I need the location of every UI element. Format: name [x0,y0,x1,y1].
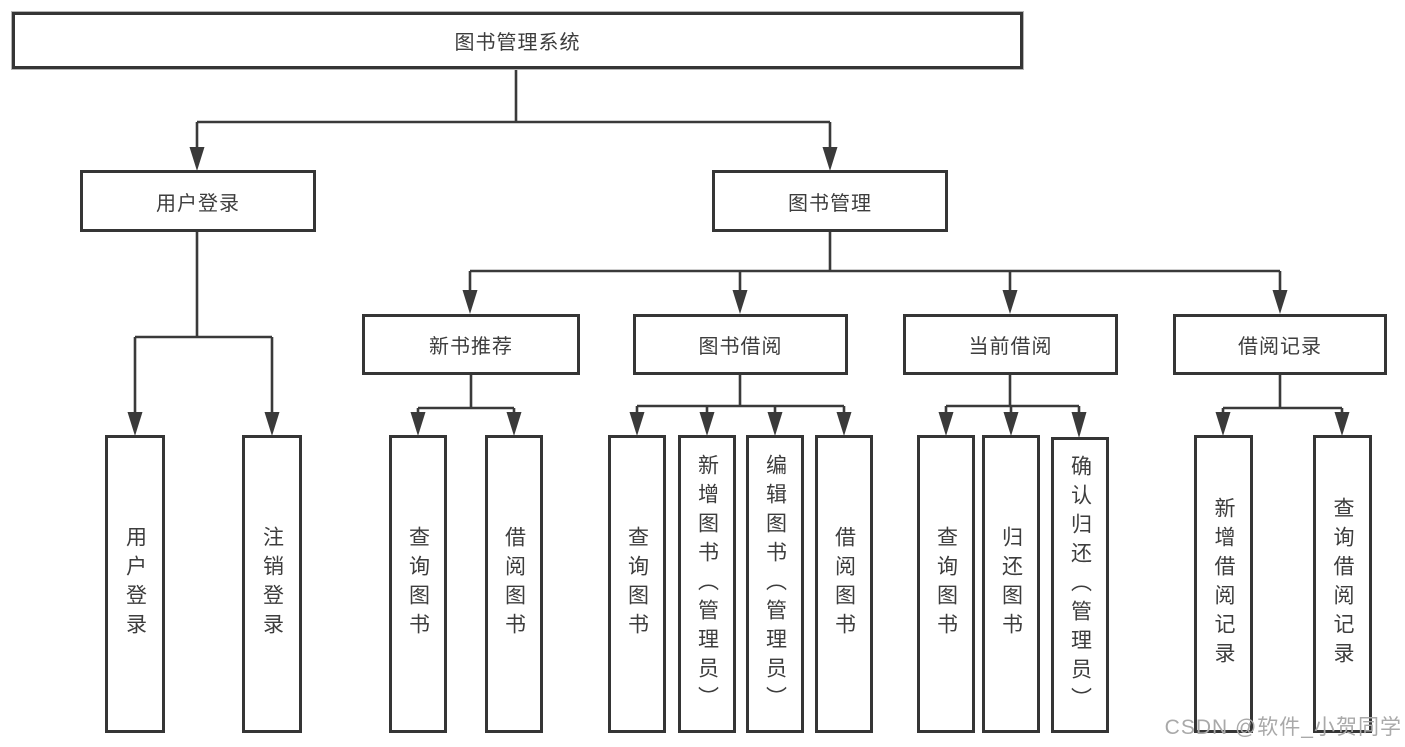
leaf-label: 查询图书 [625,526,649,642]
arrow-down-icon [264,412,280,436]
arrowhead-icons [127,147,1350,438]
arrow-down-icon [822,147,838,171]
leaf-query-borrow-record: 查询借阅记录 [1313,435,1372,733]
leaf-label: 归还图书 [999,526,1023,642]
arrow-down-icon [1334,412,1350,436]
leaf-query-books: 查询图书 [608,435,666,733]
leaf-label: 编辑图书（管理员） [763,453,787,715]
node-user-login: 用户登录 [80,170,316,232]
node-library-management-system: 图书管理系统 [12,12,1023,69]
csdn-watermark: CSDN @软件_小贺同学 [1164,716,1402,739]
node-label: 用户登录 [156,192,240,215]
leaf-label: 查询借阅记录 [1331,497,1354,671]
arrow-down-icon [506,412,522,436]
arrow-down-icon [732,290,748,314]
arrow-down-icon [767,412,783,436]
leaf-label: 借阅图书 [832,526,856,642]
arrow-down-icon [629,412,645,436]
arrow-down-icon [1215,412,1231,436]
leaf-add-borrow-record: 新增借阅记录 [1194,435,1253,733]
node-book-borrowing: 图书借阅 [633,314,848,375]
node-book-management: 图书管理 [712,170,948,232]
leaf-label: 查询图书 [406,526,430,642]
leaf-borrow-books: 借阅图书 [485,435,543,733]
node-label: 图书管理 [788,192,872,215]
leaf-user-login: 用户登录 [105,435,165,733]
leaf-label: 新增借阅记录 [1212,497,1235,671]
leaf-return-book: 归还图书 [982,435,1040,733]
node-label: 图书借阅 [698,336,783,358]
leaf-logout: 注销登录 [242,435,302,733]
node-borrowing-records: 借阅记录 [1173,314,1387,375]
leaf-add-book-admin: 新增图书（管理员） [678,435,736,733]
arrow-down-icon [699,412,715,436]
node-label: 当前借阅 [968,336,1053,358]
node-current-borrowing: 当前借阅 [903,314,1118,375]
arrow-down-icon [1071,412,1087,438]
leaf-label: 借阅图书 [502,526,526,642]
arrow-down-icon [1002,290,1018,314]
leaf-label: 注销登录 [260,526,284,642]
arrow-down-icon [189,147,205,171]
leaf-edit-book-admin: 编辑图书（管理员） [746,435,804,733]
leaf-label: 确认归还（管理员） [1068,454,1092,716]
leaf-query-books: 查询图书 [917,435,975,733]
node-new-book-recommendation: 新书推荐 [362,314,580,375]
node-label: 借阅记录 [1238,336,1322,358]
arrow-down-icon [127,412,143,436]
arrow-down-icon [836,412,852,436]
arrow-down-icon [1003,412,1019,436]
leaf-label: 新增图书（管理员） [695,453,719,715]
node-label: 新书推荐 [429,336,513,358]
arrow-down-icon [462,290,478,314]
leaf-query-books: 查询图书 [389,435,447,733]
leaf-borrow-books: 借阅图书 [815,435,873,733]
leaf-confirm-return-admin: 确认归还（管理员） [1051,437,1109,733]
arrow-down-icon [938,412,954,436]
node-label: 图书管理系统 [454,32,581,54]
arrow-down-icon [410,412,426,436]
leaf-label: 查询图书 [934,526,958,642]
arrow-down-icon [1272,290,1288,314]
leaf-label: 用户登录 [123,526,147,642]
